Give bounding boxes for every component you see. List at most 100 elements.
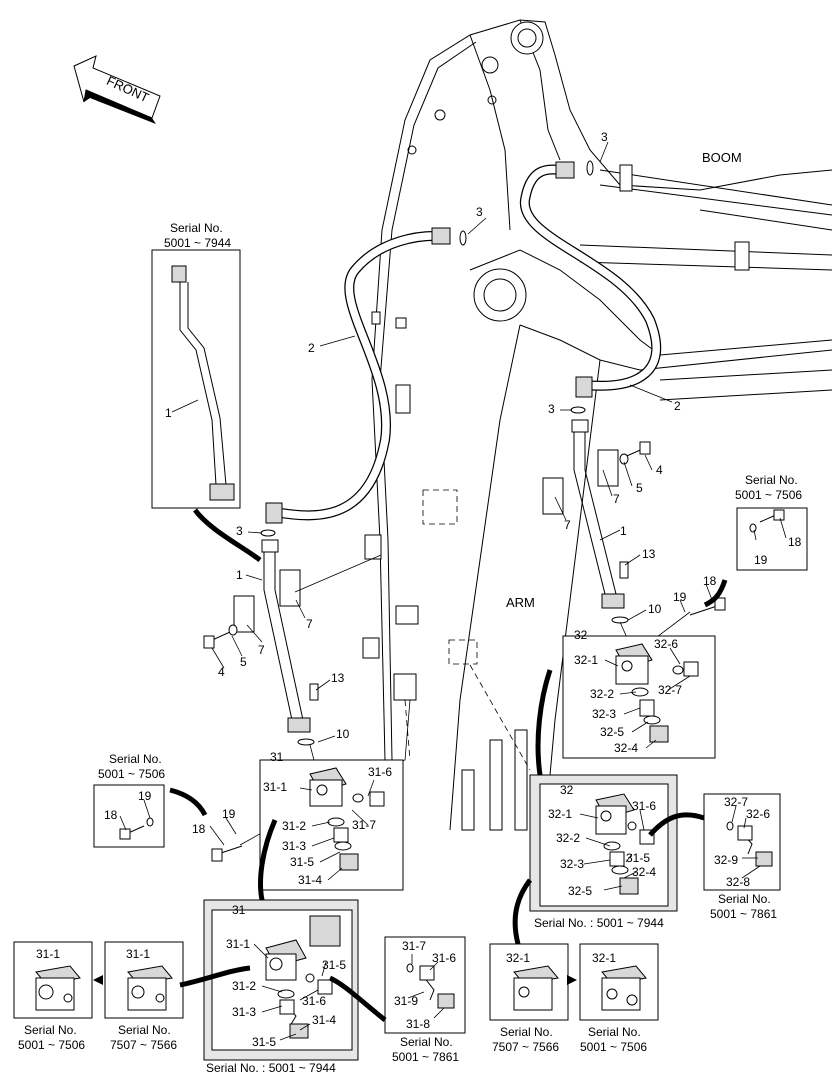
callout: 32-4 (614, 741, 638, 755)
serial-range: 5001 ~ 7506 (580, 1040, 647, 1054)
callout: 32-2 (590, 687, 614, 701)
serial-range: 5001 ~ 7506 (98, 767, 165, 781)
callout: 5 (636, 481, 643, 495)
serial-no-label: Serial No. (170, 221, 223, 235)
callout: 3 (601, 130, 608, 144)
callout: 32-7 (658, 683, 682, 697)
callout: 2 (674, 399, 681, 413)
serial-no-label: Serial No. (109, 752, 162, 766)
callout: 7 (613, 492, 620, 506)
serial-box-bolt-left (93, 784, 165, 848)
detail-box-31-middle (259, 759, 404, 891)
callout: 31-4 (312, 1013, 336, 1027)
callout: 32-4 (632, 865, 656, 879)
callout: 32-1 (506, 951, 530, 965)
callout: 10 (648, 602, 662, 616)
serial-no-label: Serial No. (400, 1035, 453, 1049)
callout: 31-2 (232, 979, 256, 993)
callout: 32-3 (560, 857, 584, 871)
callout: 31-6 (632, 799, 656, 813)
serial-no-label: Serial No. (588, 1025, 641, 1039)
callout: 31-5 (290, 855, 314, 869)
callout: 3 (236, 524, 243, 538)
serial-no-label: Serial No. (718, 892, 771, 906)
callout: 32-6 (654, 637, 678, 651)
callout: 7 (258, 643, 265, 657)
callout: 18 (703, 574, 717, 588)
callout: 32-9 (714, 853, 738, 867)
callout: 2 (308, 341, 315, 355)
callout: 32-1 (592, 951, 616, 965)
callout: 31-1 (126, 947, 150, 961)
callout: 1 (236, 568, 243, 582)
callout: 31-6 (302, 994, 326, 1008)
detail-box-32-lower (529, 774, 678, 912)
callout: 32 (574, 628, 588, 642)
detail-box-32-7 (703, 793, 781, 891)
callout: 19 (673, 590, 687, 604)
serial-box-bolt-right (736, 507, 808, 571)
detail-box-31-lower (203, 899, 359, 1061)
callout: 32-5 (600, 725, 624, 739)
boom-label: BOOM (702, 150, 742, 165)
callout: 13 (642, 547, 656, 561)
callout: 4 (218, 665, 225, 679)
callout: 31-5 (252, 1035, 276, 1049)
detail-box-31-7 (384, 936, 466, 1034)
callout: 32-2 (556, 831, 580, 845)
callout: 3 (548, 402, 555, 416)
serial-no-label: Serial No. (500, 1025, 553, 1039)
callout: 32 (560, 783, 574, 797)
callout: 31-7 (402, 939, 426, 953)
leader-lines (119, 141, 787, 1041)
serial-no-label: Serial No. (745, 473, 798, 487)
callout: 31-1 (36, 947, 60, 961)
callout: 31-1 (263, 780, 287, 794)
arrow-icon (567, 975, 577, 985)
serial-range: 5001 ~ 7861 (392, 1050, 459, 1064)
callout: 18 (104, 808, 118, 822)
callout: 31-3 (232, 1005, 256, 1019)
callout: 32-1 (548, 807, 572, 821)
callouts: 3 3 2 2 3 4 5 7 7 1 13 10 18 19 18 19 1 … (36, 130, 802, 1049)
serial-range-colon: Serial No. : 5001 ~ 7944 (206, 1061, 336, 1075)
callout: 19 (138, 789, 152, 803)
serial-range-colon: Serial No. : 5001 ~ 7944 (534, 916, 664, 930)
detail-box-32-upper (562, 635, 716, 759)
callout: 31-6 (368, 765, 392, 779)
arrow-icon (93, 975, 103, 985)
callout: 32-3 (592, 707, 616, 721)
callout: 31-5 (322, 958, 346, 972)
block-box-32-1-a (489, 943, 569, 1021)
callout: 18 (192, 822, 206, 836)
callout: 32-1 (574, 653, 598, 667)
serial-range: 5001 ~ 7944 (164, 236, 231, 250)
block-box-32-1-b (579, 943, 659, 1021)
callout: 13 (331, 671, 345, 685)
callout: 1 (620, 524, 627, 538)
callout: 31-5 (626, 851, 650, 865)
serial-range: 5001 ~ 7506 (18, 1038, 85, 1052)
callout: 32-7 (724, 795, 748, 809)
callout: 19 (222, 807, 236, 821)
hoses (265, 161, 662, 524)
callout: 31-8 (406, 1017, 430, 1031)
callout: 31-7 (352, 818, 376, 832)
callout: 31-3 (282, 839, 306, 853)
block-box-31-1-b (104, 941, 184, 1019)
callout: 31-1 (226, 937, 250, 951)
callout: 31-4 (298, 873, 322, 887)
connector-arcs (169, 508, 728, 1022)
callout: 32-6 (746, 807, 770, 821)
callout: 5 (240, 655, 247, 669)
serial-no-label: Serial No. (118, 1023, 171, 1037)
serial-range: 7507 ~ 7566 (492, 1040, 559, 1054)
boom-structure (362, 19, 832, 831)
serial-range: 7507 ~ 7566 (110, 1038, 177, 1052)
front-arrow: FRONT (73, 55, 161, 124)
callout: 31-6 (432, 951, 456, 965)
callout: 3 (476, 205, 483, 219)
serial-box-pipe (151, 249, 241, 509)
block-box-31-1-a (13, 941, 93, 1019)
